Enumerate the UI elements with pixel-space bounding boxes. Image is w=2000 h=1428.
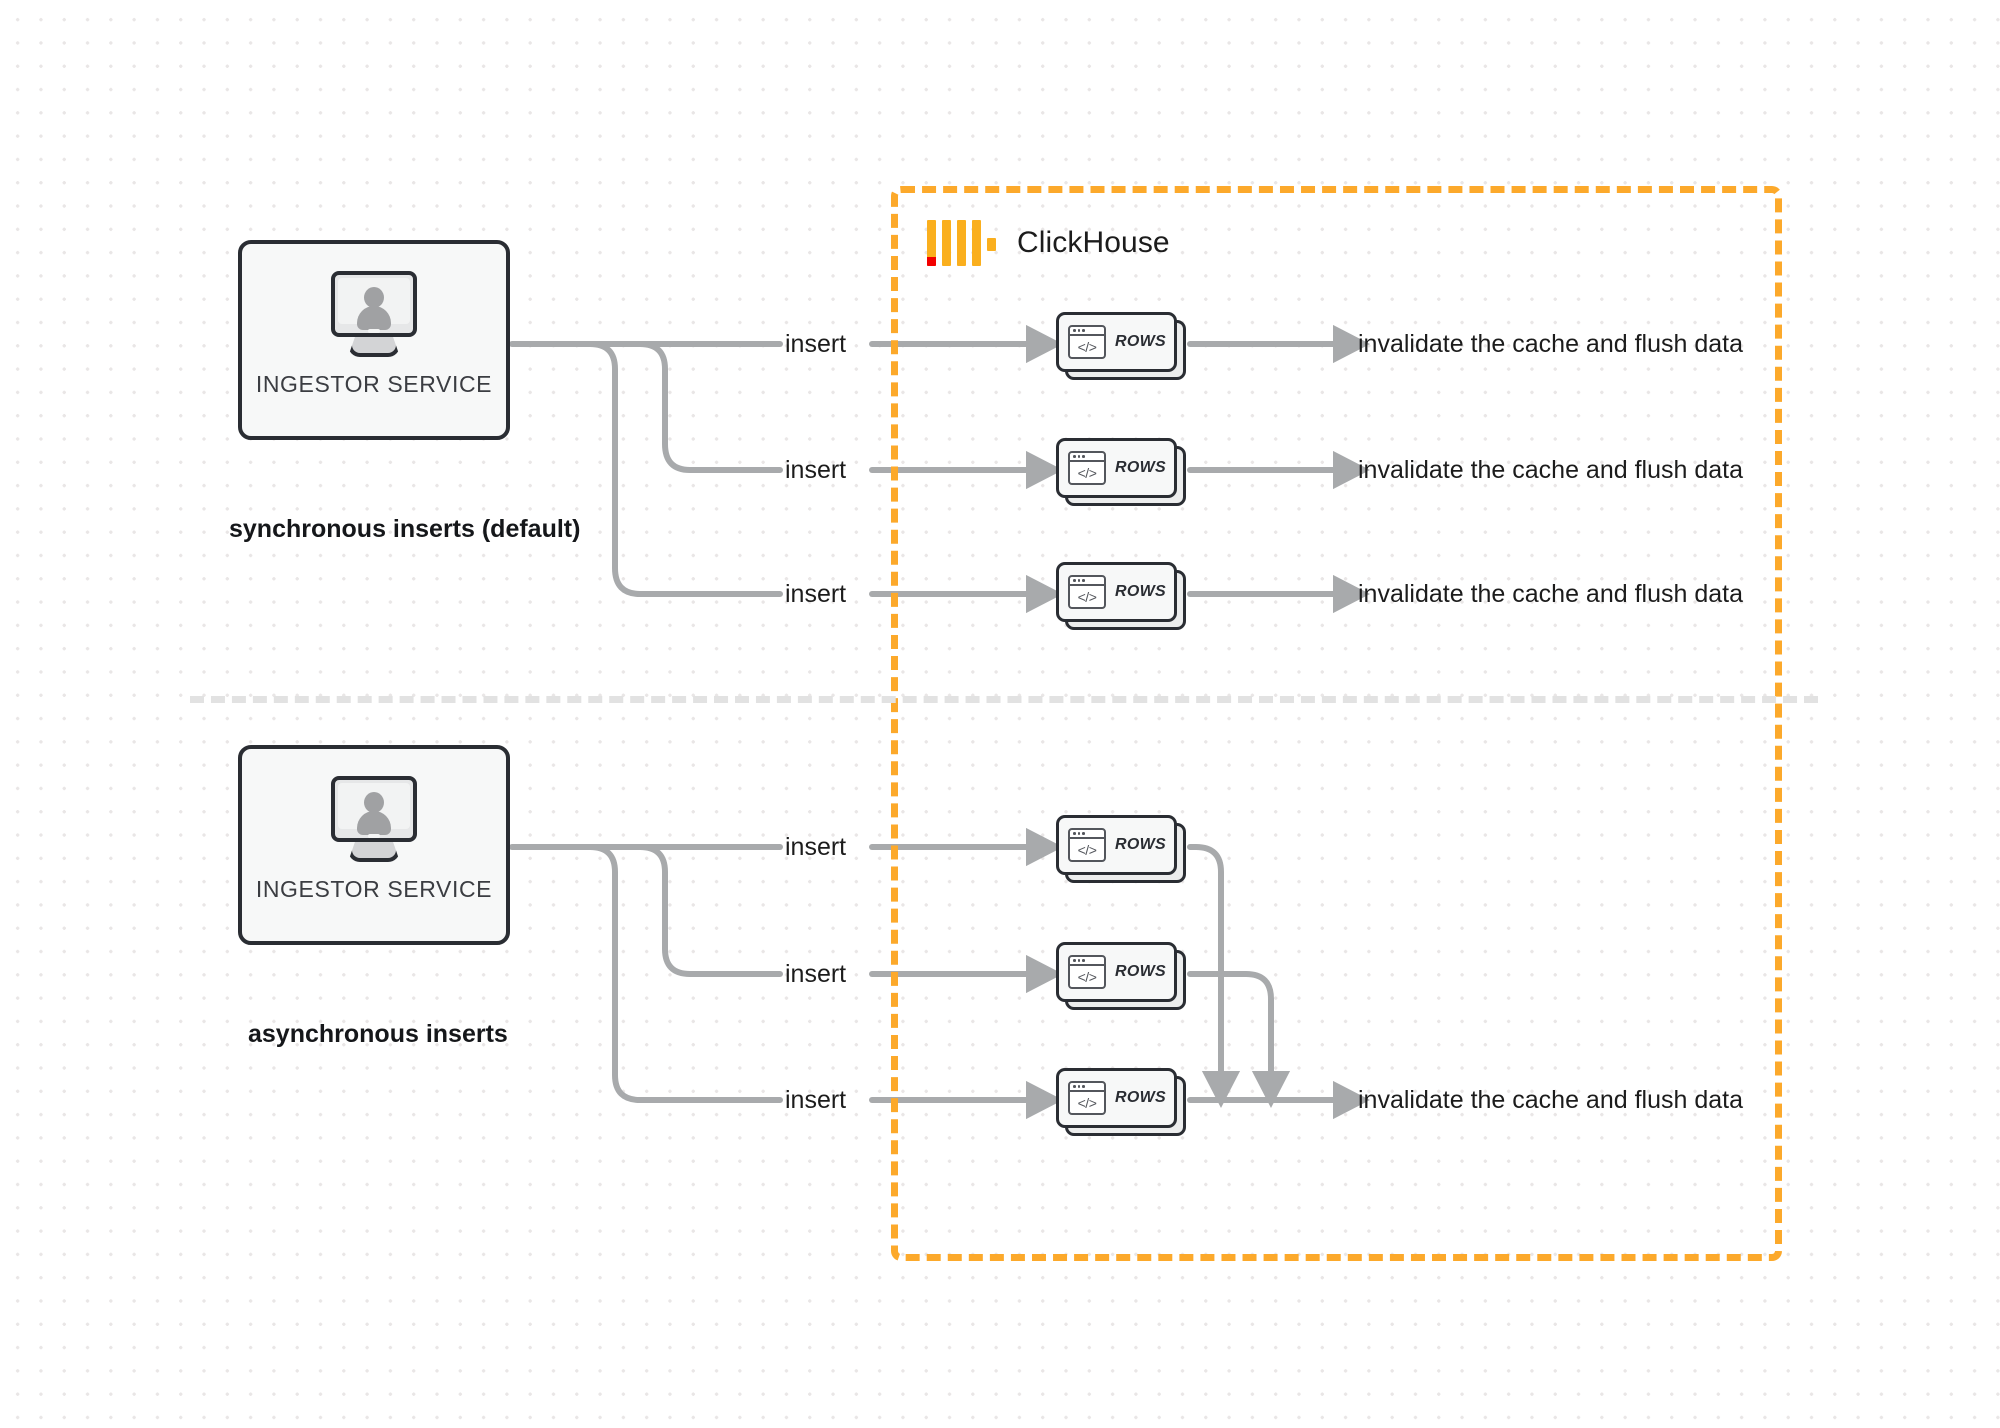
code-window-icon: </>	[1068, 955, 1106, 989]
code-window-icon: </>	[1068, 451, 1106, 485]
code-glyph: </>	[1077, 588, 1097, 605]
insert-label-sync-1: insert	[785, 330, 847, 358]
monitor-user-icon	[327, 271, 421, 357]
code-window-icon: </>	[1068, 325, 1106, 359]
result-label-sync-2: invalidate the cache and flush data	[1358, 456, 1743, 484]
code-window-icon: </>	[1068, 1081, 1106, 1115]
code-glyph: </>	[1077, 841, 1097, 858]
code-window-icon: </>	[1068, 828, 1106, 862]
rows-node-sync-2[interactable]: </> ROWS	[1056, 438, 1186, 506]
rows-node-label: ROWS	[1115, 1089, 1166, 1106]
code-window-icon: </>	[1068, 575, 1106, 609]
rows-node-label: ROWS	[1115, 583, 1166, 600]
insert-label-async-3: insert	[785, 1086, 847, 1114]
rows-node-sync-1[interactable]: </> ROWS	[1056, 312, 1186, 380]
ingestor-service-label: INGESTOR SERVICE	[255, 371, 493, 397]
section-divider	[190, 696, 1818, 703]
code-glyph: </>	[1077, 464, 1097, 481]
clickhouse-label: ClickHouse	[1017, 226, 1170, 259]
ingestor-service-label: INGESTOR SERVICE	[255, 876, 493, 902]
rows-node-label: ROWS	[1115, 963, 1166, 980]
result-label-sync-3: invalidate the cache and flush data	[1358, 580, 1743, 608]
rows-node-async-1[interactable]: </> ROWS	[1056, 815, 1186, 883]
monitor-user-icon	[327, 776, 421, 862]
insert-label-sync-2: insert	[785, 456, 847, 484]
result-label-sync-1: invalidate the cache and flush data	[1358, 330, 1743, 358]
clickhouse-logo-icon	[927, 220, 996, 266]
result-label-async: invalidate the cache and flush data	[1358, 1086, 1743, 1114]
insert-label-sync-3: insert	[785, 580, 847, 608]
caption-synchronous: synchronous inserts (default)	[229, 515, 581, 543]
rows-node-label: ROWS	[1115, 333, 1166, 350]
rows-node-sync-3[interactable]: </> ROWS	[1056, 562, 1186, 630]
rows-node-async-2[interactable]: </> ROWS	[1056, 942, 1186, 1010]
rows-node-label: ROWS	[1115, 836, 1166, 853]
code-glyph: </>	[1077, 968, 1097, 985]
rows-node-async-3[interactable]: </> ROWS	[1056, 1068, 1186, 1136]
caption-asynchronous: asynchronous inserts	[248, 1020, 508, 1048]
insert-label-async-1: insert	[785, 833, 847, 861]
clickhouse-boundary	[891, 186, 1782, 1261]
insert-label-async-2: insert	[785, 960, 847, 988]
ingestor-service-sync[interactable]: INGESTOR SERVICE	[238, 240, 510, 440]
code-glyph: </>	[1077, 338, 1097, 355]
ingestor-service-async[interactable]: INGESTOR SERVICE	[238, 745, 510, 945]
clickhouse-branding: ClickHouse	[927, 220, 1170, 266]
code-glyph: </>	[1077, 1094, 1097, 1111]
rows-node-label: ROWS	[1115, 459, 1166, 476]
